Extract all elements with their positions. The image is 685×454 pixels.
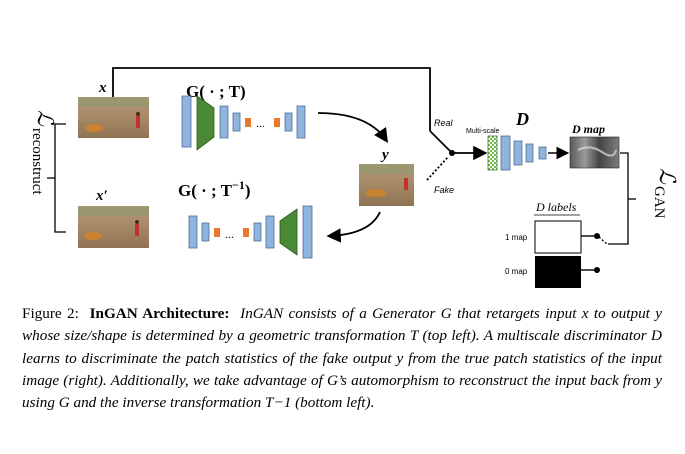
svg-text:reconstruct: reconstruct <box>29 128 45 195</box>
label-0map: 0 map <box>505 267 528 276</box>
label-d: D <box>515 109 529 129</box>
label-fake: Fake <box>434 185 454 195</box>
caption-lead: Figure 2: <box>22 305 79 322</box>
caption-body: InGAN consists of a Generator G that ret… <box>22 305 663 412</box>
label-d-map: D map <box>571 122 605 136</box>
one-map-box <box>534 220 582 254</box>
figure-caption: Figure 2: InGAN Architecture: InGAN cons… <box>22 303 662 414</box>
discriminator <box>487 135 547 171</box>
generator-inverse: ... <box>188 205 313 259</box>
svg-text:ℒ: ℒ <box>33 110 58 127</box>
arrow-to-inverse <box>326 211 381 243</box>
label-real: Real <box>434 118 454 128</box>
input-image-x <box>78 97 149 138</box>
label-x: x <box>98 80 107 96</box>
loss-gan-label: ℒ GAN <box>651 168 680 219</box>
real-path <box>112 67 431 131</box>
generator-forward: ... <box>181 95 306 151</box>
reconstruct-bracket <box>54 123 66 233</box>
caption-title: InGAN Architecture: <box>89 305 230 322</box>
output-image-y <box>359 164 414 206</box>
svg-text:GAN: GAN <box>651 186 667 219</box>
svg-text:...: ... <box>225 227 234 241</box>
svg-text:G( · ; T−1): G( · ; T−1) <box>178 178 251 200</box>
label-y: y <box>380 147 389 163</box>
zero-map-box <box>535 256 581 288</box>
label-g-forward: G( · ; T) <box>186 82 246 101</box>
architecture-diagram: x x′ ℒ reconstruct G( · ; T) ... G( · ; … <box>29 67 680 288</box>
arrow-to-y <box>317 112 388 143</box>
svg-text:...: ... <box>256 116 265 130</box>
label-g-inverse: G( · ; T−1) <box>178 178 251 200</box>
d-map-image <box>569 136 620 169</box>
label-1map: 1 map <box>505 233 528 242</box>
label-x-prime: x′ <box>95 188 108 204</box>
reconstructed-image-x-prime <box>78 206 149 248</box>
label-d-labels: D labels <box>535 200 577 214</box>
loss-reconstruct-label: ℒ reconstruct <box>29 110 58 195</box>
label-multiscale: Multi-scale <box>466 128 500 135</box>
svg-text:ℒ: ℒ <box>655 168 680 185</box>
